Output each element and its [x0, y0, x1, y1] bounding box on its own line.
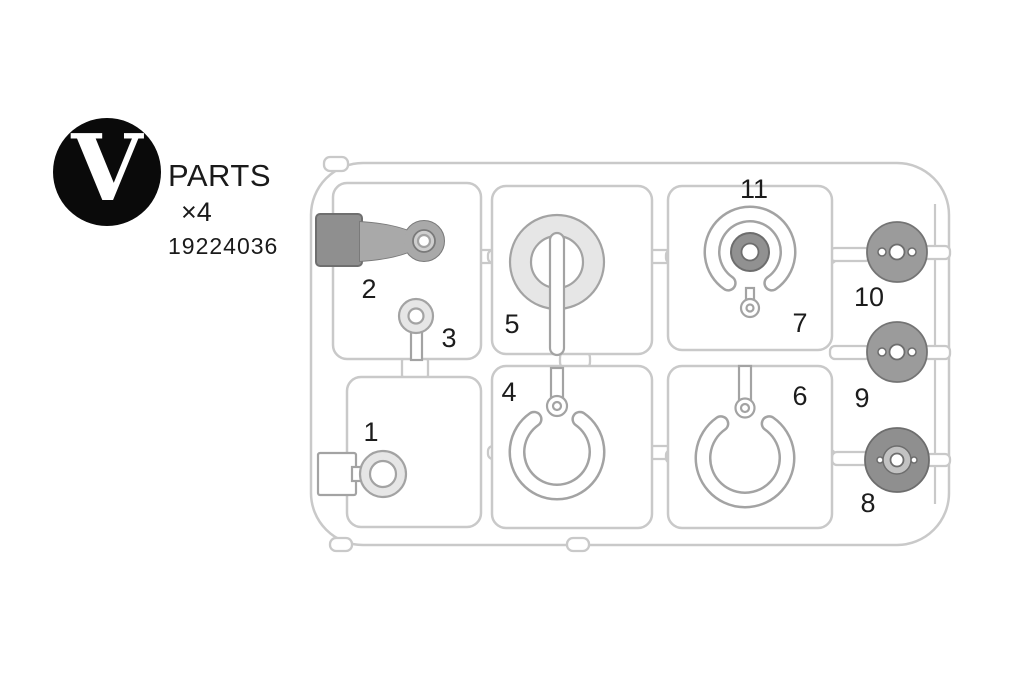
part-1-rod-end	[316, 449, 408, 499]
part-7-eyelet-hole	[745, 303, 755, 313]
disc-small-hole	[910, 456, 918, 464]
part-label-2: 2	[361, 274, 376, 304]
part-label-11: 11	[740, 174, 768, 204]
part-number-labels: 1 2 3 4 5 6 7 8 9 10 11	[361, 174, 884, 518]
parts-label: PARTS	[168, 158, 271, 193]
part-label-8: 8	[860, 488, 875, 518]
part-number-label: 19224036	[168, 233, 279, 259]
part-6-c-clip	[694, 364, 796, 509]
disc-small-hole	[877, 247, 887, 257]
part-label-3: 3	[441, 323, 456, 353]
sprue-nub	[322, 155, 350, 173]
part-label-5: 5	[504, 309, 519, 339]
part-label-4: 4	[501, 377, 516, 407]
disc-small-hole	[907, 247, 917, 257]
sprue-nub	[565, 536, 591, 553]
sprue-inner-boxes	[331, 181, 834, 530]
part-10-piston-disc	[866, 221, 928, 283]
part-label-9: 9	[854, 383, 869, 413]
disc-center-hole	[888, 243, 906, 261]
box-top-left	[331, 181, 483, 361]
part-5-slotted-retainer	[508, 213, 606, 357]
disc-center-hole	[889, 452, 905, 468]
disc-small-hole	[877, 347, 887, 357]
disc-small-hole	[876, 456, 884, 464]
part-4-c-clip	[508, 366, 606, 501]
part-6-eyelet-hole	[739, 402, 751, 414]
part-2-block	[315, 213, 363, 267]
part-label-6: 6	[792, 381, 807, 411]
sprue-nub	[328, 536, 354, 553]
quantity-label: ×4	[181, 197, 212, 227]
part-9-piston-disc	[866, 321, 928, 383]
part-3-stem	[409, 328, 424, 362]
logo-letter: V	[71, 114, 143, 222]
part-2-hole	[416, 233, 432, 249]
runner	[828, 246, 872, 263]
part-label-10: 10	[854, 282, 884, 312]
part-3-hole	[407, 307, 425, 325]
part-label-1: 1	[363, 417, 378, 447]
part-7-c-clip-with-bushing	[703, 205, 797, 319]
box-bottom-left	[345, 375, 483, 529]
part-3-ring	[397, 297, 435, 362]
disc-small-hole	[907, 347, 917, 357]
disc-center-hole	[888, 343, 906, 361]
part-11-hole	[740, 242, 760, 262]
part-5-slot	[548, 231, 566, 357]
logo-v-badge: V	[53, 118, 161, 226]
runner	[828, 344, 872, 361]
part-8-hub-disc	[864, 427, 930, 493]
part-1-hole	[368, 459, 398, 489]
part-1-block	[316, 451, 358, 497]
part-2-servo-horn	[315, 213, 445, 267]
part-label-7: 7	[792, 308, 807, 338]
part-4-eyelet-hole	[551, 400, 563, 412]
